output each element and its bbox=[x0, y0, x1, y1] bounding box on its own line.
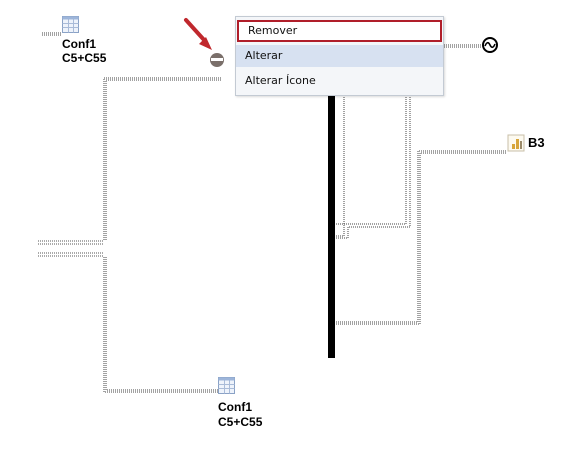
conf-top-connector bbox=[42, 32, 62, 36]
left-trunk bbox=[103, 77, 222, 393]
table-icon bbox=[218, 377, 235, 394]
conf-bottom-name: Conf1 bbox=[218, 400, 252, 414]
bus-right-connections bbox=[336, 96, 507, 325]
table-icon bbox=[62, 16, 79, 33]
conf-bottom-detail: C5+C55 bbox=[218, 415, 263, 429]
left-feeder-lines bbox=[38, 240, 104, 257]
b3-label: B3 bbox=[528, 135, 545, 150]
remove-handle-icon[interactable] bbox=[210, 53, 224, 67]
menu-item-remover[interactable]: Remover bbox=[237, 20, 442, 42]
bus-bar[interactable] bbox=[328, 96, 335, 358]
generator-connector bbox=[444, 44, 482, 48]
red-arrow-icon bbox=[184, 18, 212, 50]
conf-top-name: Conf1 bbox=[62, 37, 96, 51]
load-icon[interactable] bbox=[507, 134, 525, 152]
conf-top-detail: C5+C55 bbox=[62, 51, 107, 65]
menu-item-alterar-icone[interactable]: Alterar Ícone bbox=[245, 74, 316, 87]
context-menu: Remover Alterar Alterar Ícone bbox=[235, 16, 444, 96]
ac-generator-icon[interactable] bbox=[482, 37, 498, 53]
menu-item-alterar[interactable]: Alterar bbox=[236, 45, 443, 67]
